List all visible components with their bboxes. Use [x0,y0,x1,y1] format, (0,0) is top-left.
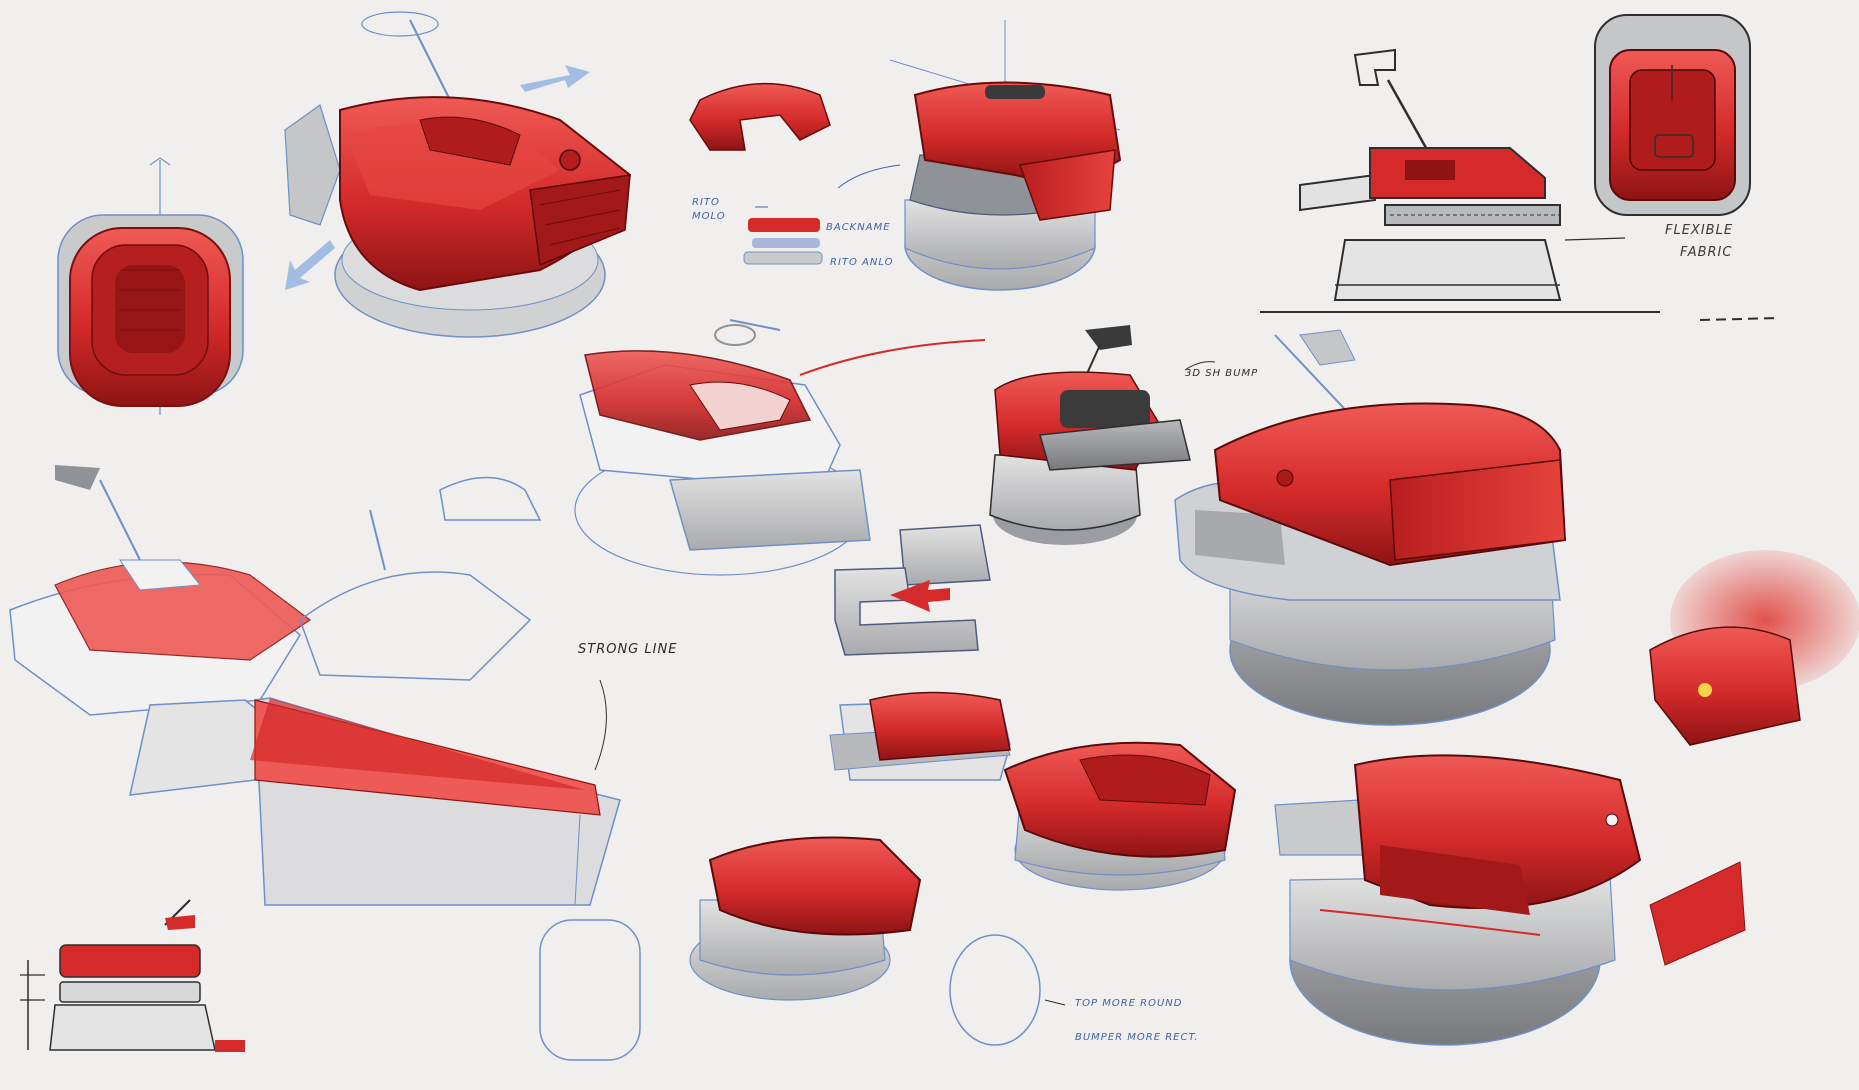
annotation-top-more-round: TOP MORE ROUND [1075,998,1183,1009]
perspective-sketch-bottom-right [1274,550,1859,1046]
perspective-sketch-large-bumper [1174,329,1567,726]
perspective-sketch-round-base [889,20,1122,291]
mini-side-view-sketch [20,899,245,1052]
bumper-exploded-sketch [834,524,991,656]
exploded-layers-sketch [689,82,901,265]
top-view-sketch [57,157,244,415]
side-view-sketch-flexible-fabric [1260,48,1781,321]
annotation-layer-top-2: MOLO [692,211,726,222]
annotation-shell-bump: 3D SH BUMP [1185,368,1259,379]
perspective-sketch-light-bumper [574,319,986,576]
annotation-strong-line: STRONG LINE [578,642,678,657]
perspective-sketch-main [284,11,632,338]
side-view-sketch-wedge [129,679,621,906]
perspective-sketch-shell-bump [989,325,1216,545]
annotation-layer-mid: BACKNAME [826,222,891,233]
annotation-layer-bottom: RITO ANLO [830,257,894,268]
perspective-sketch-wedge-left [9,465,542,716]
annotation-flexible-fabric-1: FLEXIBLE [1665,223,1734,238]
annotation-bumper-more-rect: BUMPER MORE RECT. [1075,1032,1199,1043]
annotation-flexible-fabric-2: FABRIC [1680,245,1733,260]
perspective-sketch-cluster-bottom [539,691,1237,1061]
top-view-sketch-flexible [1594,14,1751,216]
annotation-layer-top-1: RITO [692,197,720,208]
